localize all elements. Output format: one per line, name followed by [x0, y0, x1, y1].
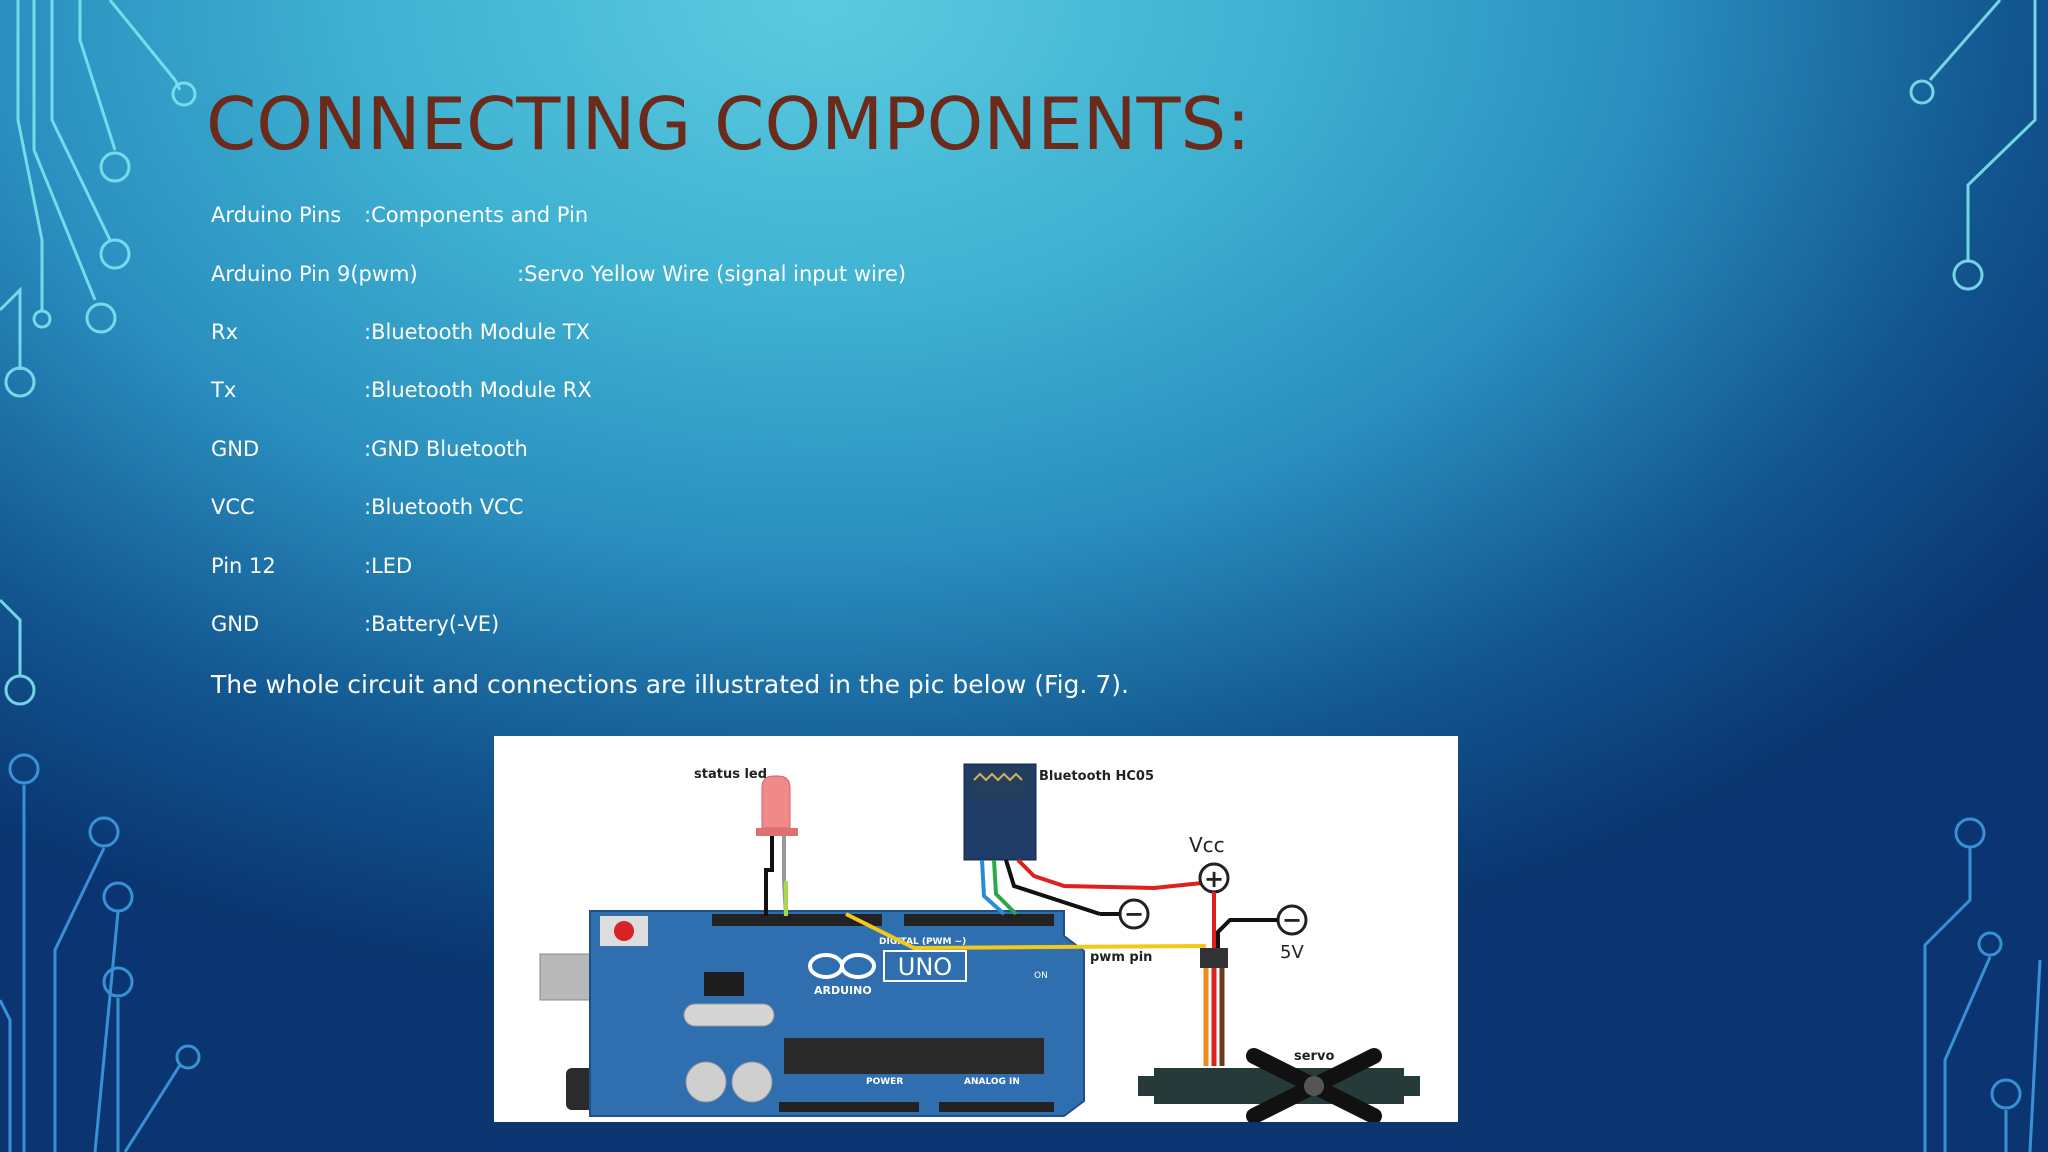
arduino-logo-right — [840, 953, 876, 979]
bluetooth-antenna — [970, 768, 1030, 798]
battery-gnd-wire — [1216, 918, 1278, 950]
pin-label: Tx — [211, 378, 237, 402]
led-base — [756, 828, 798, 836]
capacitor — [731, 1061, 773, 1103]
component-label: :Servo Yellow Wire (signal input wire) — [517, 262, 907, 286]
bluetooth-label: Bluetooth HC05 — [1039, 769, 1154, 784]
pin-label: VCC — [211, 495, 255, 519]
capacitor — [685, 1061, 727, 1103]
vcc-label: Vcc — [1189, 833, 1225, 857]
component-label: :LED — [364, 554, 413, 578]
pin-label: Rx — [211, 320, 239, 344]
servo-tab-right — [1390, 1076, 1420, 1096]
power-header — [779, 1102, 919, 1112]
antenna-trace — [973, 772, 1023, 782]
component-label: :GND Bluetooth — [364, 437, 528, 461]
status-led-label: status led — [694, 767, 767, 782]
pwm-wire — [845, 912, 1207, 951]
minus-sign: − — [1282, 906, 1302, 934]
digital-text: DIGITAL (PWM ~) — [879, 937, 966, 947]
connection-row: GND :Battery(-VE) — [211, 612, 499, 636]
plus-sign: + — [1204, 865, 1224, 893]
circuit-figure: UNO ARDUINO DIGITAL (PWM ~) POWER ANALOG… — [494, 736, 1458, 1122]
servo-connector — [1200, 948, 1228, 968]
connection-row: Rx :Bluetooth Module TX — [211, 320, 590, 344]
minus-sign: − — [1124, 900, 1144, 928]
bt-wire-blue — [980, 859, 1006, 916]
connection-row: Pin 12 :LED — [211, 554, 412, 578]
servo-label: servo — [1294, 1049, 1334, 1064]
digital-header-left — [712, 914, 882, 926]
servo-tab-left — [1138, 1076, 1168, 1096]
reset-button — [614, 921, 634, 941]
usb-chip — [704, 972, 744, 996]
led-body — [761, 775, 791, 829]
slide-title: CONNECTING COMPONENTS: — [206, 82, 1251, 166]
digital-header-right — [904, 914, 1054, 926]
bt-wire-black — [1004, 859, 1101, 916]
crystal — [683, 1003, 775, 1027]
circuit-diagram: UNO ARDUINO DIGITAL (PWM ~) POWER ANALOG… — [539, 763, 1420, 1122]
bt-wire-green — [992, 859, 1018, 916]
pin-label: GND — [211, 612, 260, 636]
uno-text: UNO — [898, 953, 952, 981]
bt-wire-red — [1016, 858, 1213, 891]
pin-label: Arduino Pins — [211, 203, 342, 227]
led-wire-gnd — [764, 836, 774, 916]
analog-text: ANALOG IN — [964, 1077, 1020, 1087]
summary-text: The whole circuit and connections are il… — [211, 670, 1129, 699]
component-label: :Components and Pin — [364, 203, 589, 227]
five-v-label: 5V — [1280, 942, 1304, 963]
connection-row: Arduino Pins :Components and Pin — [211, 203, 588, 227]
component-label: :Battery(-VE) — [364, 612, 500, 636]
power-text: POWER — [866, 1077, 903, 1087]
pin-label: Arduino Pin 9(pwm) — [211, 262, 418, 286]
arduino-text: ARDUINO — [814, 984, 872, 997]
component-label: :Bluetooth Module TX — [364, 320, 590, 344]
connection-row: VCC :Bluetooth VCC — [211, 495, 523, 519]
uno-box — [883, 950, 967, 982]
connection-row: Arduino Pin 9(pwm) :Servo Yellow Wire (s… — [211, 262, 906, 286]
pwm-label: pwm pin — [1090, 950, 1152, 965]
connection-row: Tx :Bluetooth Module RX — [211, 378, 592, 402]
pin-label: GND — [211, 437, 260, 461]
component-label: :Bluetooth VCC — [364, 495, 524, 519]
atmega-chip — [784, 1038, 1044, 1074]
servo-shaft — [1304, 1076, 1324, 1096]
pin-label: Pin 12 — [211, 554, 276, 578]
on-text: ON — [1034, 971, 1048, 981]
connection-row: GND :GND Bluetooth — [211, 437, 528, 461]
analog-header — [939, 1102, 1054, 1112]
component-label: :Bluetooth Module RX — [364, 378, 592, 402]
